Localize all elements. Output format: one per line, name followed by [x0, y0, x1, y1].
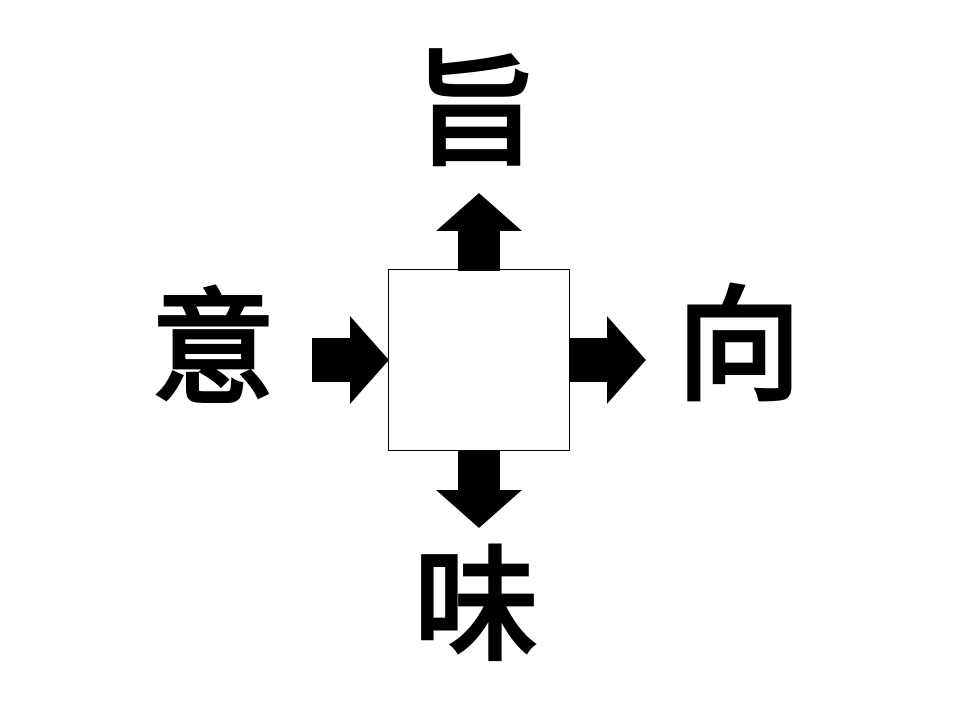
kanji-bottom: 味 [413, 535, 538, 679]
arrow-right-icon [569, 316, 646, 404]
kanji-top: 旨 [413, 40, 538, 184]
arrow-down-icon [436, 450, 522, 528]
kanji-right: 向 [676, 275, 801, 419]
arrow-up-icon [436, 193, 522, 271]
kanji-left: 意 [150, 278, 275, 422]
arrow-right-icon [312, 316, 389, 404]
answer-box [388, 269, 570, 451]
